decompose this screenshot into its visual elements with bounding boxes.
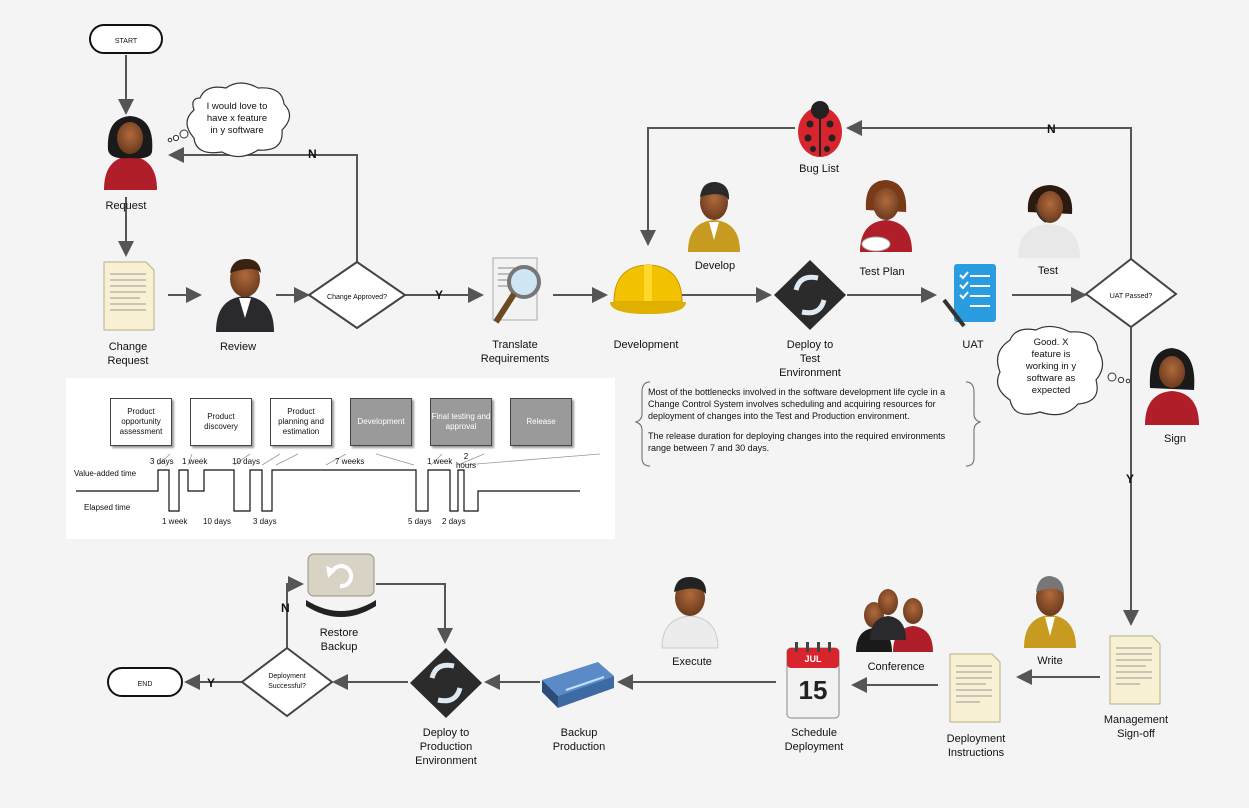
- development-label: Development: [613, 339, 679, 351]
- stage-final-testing: Final testing and approval: [430, 398, 492, 446]
- sign-thought-cloud: [997, 325, 1131, 416]
- test-plan-label: Test Plan: [859, 266, 905, 278]
- execute-person-icon: [661, 576, 719, 649]
- value-stream-inset: Product opportunity assessment Product d…: [66, 378, 615, 539]
- edge-restore-deploy: [376, 583, 453, 644]
- elapsed-label: Elapsed time: [84, 503, 131, 512]
- uat-passed-no: N: [1047, 122, 1056, 136]
- note-paragraph-1: Most of the bottlenecks involved in the …: [648, 387, 946, 421]
- review-label: Review: [219, 341, 257, 353]
- edge-uat-no: [846, 120, 1132, 259]
- edge-decision-no: [168, 147, 358, 262]
- uat-passed-diamond: [1084, 257, 1178, 329]
- deployment-instructions-label: Deployment Instructions: [946, 733, 1006, 759]
- bottom-duration-5: 2 days: [442, 517, 466, 526]
- request-thought-text: I would love to have x feature in y soft…: [206, 101, 268, 136]
- top-duration-3: 10 days: [232, 457, 261, 466]
- schedule-label: Schedule Deployment: [784, 727, 844, 753]
- review-person-icon: [216, 259, 274, 332]
- development-hardhat-icon: [610, 264, 686, 314]
- connectors: [118, 55, 1139, 693]
- request-label: Request: [105, 200, 147, 212]
- calendar-month: JUL: [804, 654, 822, 664]
- develop-person-icon: [688, 181, 740, 252]
- bug-list-ladybug-icon: [798, 101, 842, 157]
- uat-passed-label: UAT Passed?: [1109, 293, 1153, 300]
- deployment-successful-label: Deployment Successful?: [268, 673, 306, 690]
- stage-development: Development: [350, 398, 412, 446]
- deployment-no: N: [281, 601, 290, 615]
- change-approved-diamond: [307, 260, 407, 330]
- deploy-test-icon: [774, 260, 846, 330]
- stage-product-opportunity-assessment: Product opportunity assessment: [110, 398, 172, 446]
- top-duration-6: 2 hours: [455, 452, 476, 470]
- timeline-path: [76, 469, 580, 512]
- calendar-day: 15: [798, 675, 828, 705]
- top-duration-2: 1 week: [182, 457, 208, 466]
- deploy-test-label: Deploy to Test Environment: [779, 339, 841, 379]
- sign-thought-text: Good. X feature is working in y software…: [1025, 337, 1077, 396]
- translate-label: Translate Requirements: [480, 339, 550, 365]
- conference-people-icon: [856, 589, 933, 652]
- request-person-icon: [104, 116, 157, 190]
- change-approved-no: N: [308, 147, 317, 161]
- bottom-duration-3: 3 days: [253, 517, 277, 526]
- translate-requirements-icon: [492, 257, 541, 324]
- edge-decision-restore: [286, 576, 304, 648]
- backup-label: Backup Production: [552, 727, 606, 753]
- start-label: START: [114, 38, 138, 45]
- restore-backup-drive-icon: [306, 553, 376, 617]
- stage-release: Release: [510, 398, 572, 446]
- change-approved-yes: Y: [435, 288, 444, 302]
- execute-label: Execute: [672, 656, 712, 668]
- management-signoff-document-icon: [1109, 635, 1161, 705]
- note-paragraph-2: The release duration for deploying chang…: [648, 431, 946, 453]
- top-duration-1: 3 days: [150, 457, 174, 466]
- end-terminal: [107, 667, 183, 697]
- stage-product-discovery: Product discovery: [190, 398, 252, 446]
- test-label: Test: [1037, 265, 1059, 277]
- stage-product-planning: Product planning and estimation: [270, 398, 332, 446]
- top-duration-4: 7 weeks: [335, 457, 365, 466]
- test-person-icon: [1018, 185, 1080, 258]
- uat-passed-yes: Y: [1126, 472, 1135, 486]
- develop-label: Develop: [694, 260, 736, 272]
- note-right-brace: [965, 381, 982, 467]
- bottom-duration-2: 10 days: [203, 517, 232, 526]
- conference-label: Conference: [867, 661, 925, 673]
- write-person-icon: [1024, 576, 1076, 648]
- test-plan-person-icon: [860, 180, 912, 252]
- change-request-label: Change Request: [107, 341, 149, 367]
- management-signoff-label: Management Sign-off: [1103, 714, 1169, 740]
- bottom-duration-4: 5 days: [408, 517, 432, 526]
- write-label: Write: [1037, 655, 1063, 667]
- deploy-production-icon: [410, 648, 482, 718]
- restore-label: Restore Backup: [319, 627, 359, 653]
- sign-label: Sign: [1163, 433, 1187, 445]
- uat-label: UAT: [962, 339, 984, 351]
- value-added-label: Value-added time: [74, 469, 137, 478]
- edge-bug-dev: [640, 127, 795, 246]
- bottom-duration-1: 1 week: [162, 517, 188, 526]
- deploy-production-label: Deploy to Production Environment: [415, 727, 477, 767]
- schedule-calendar-icon: [786, 642, 840, 719]
- start-terminal: [89, 24, 163, 54]
- deployment-yes: Y: [207, 676, 216, 690]
- request-thought-cloud: [167, 82, 291, 158]
- deployment-successful-diamond: [240, 646, 334, 718]
- change-approved-label: Change Approved?: [327, 294, 387, 301]
- bottleneck-note: Most of the bottlenecks involved in the …: [648, 386, 970, 462]
- note-left-brace: [634, 381, 651, 467]
- sign-person-icon: [1145, 348, 1199, 425]
- top-duration-5: 1 week: [427, 457, 453, 466]
- change-request-document-icon: [103, 261, 155, 331]
- backup-production-drive-icon: [542, 662, 614, 708]
- deployment-instructions-document-icon: [949, 653, 1001, 723]
- uat-checklist-icon: [942, 264, 996, 328]
- timeline-graph: [76, 453, 601, 512]
- bug-list-label: Bug List: [799, 163, 839, 175]
- end-label: END: [137, 681, 153, 688]
